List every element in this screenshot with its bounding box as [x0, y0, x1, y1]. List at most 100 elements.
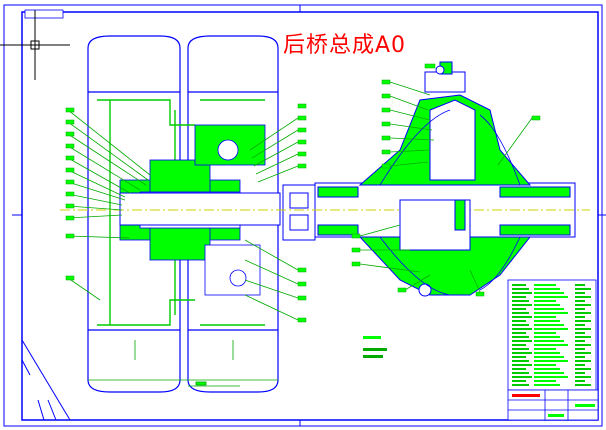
leader-lines-differential: [359, 81, 533, 293]
parts-row-name: [534, 336, 560, 338]
drawing-title: 后桥总成A0: [283, 33, 407, 58]
parts-row-code: [512, 376, 532, 378]
corner-hatch: [21, 339, 71, 421]
crosshair-cursor-icon: [0, 10, 70, 80]
parts-row-code: [512, 344, 526, 346]
parts-row-qty: [575, 312, 591, 314]
parts-row-qty: [575, 288, 591, 290]
parts-row-name: [534, 352, 560, 354]
parts-row-name: [534, 312, 568, 314]
parts-row-name: [534, 300, 556, 302]
title-block: [507, 389, 599, 421]
parts-row-name: [534, 320, 560, 322]
parts-list-table: [507, 279, 597, 391]
parts-row-qty: [575, 320, 591, 322]
parts-row-qty: [575, 360, 591, 362]
parts-row-code: [512, 380, 526, 382]
parts-row-qty: [575, 292, 585, 294]
parts-row-name: [534, 304, 560, 306]
parts-row-code: [512, 356, 526, 358]
leader-tags-middle: [297, 103, 307, 323]
parts-row-code: [512, 340, 532, 342]
parts-row-code: [512, 284, 526, 286]
scale-note-block: [363, 336, 387, 358]
parts-row-name: [534, 368, 560, 370]
parts-row-qty: [575, 356, 585, 358]
parts-row-name: [534, 292, 564, 294]
parts-row-name: [534, 364, 556, 366]
parts-row-code: [512, 372, 529, 374]
parts-row-name: [534, 308, 564, 310]
parts-row-code: [512, 288, 529, 290]
parts-row-qty: [575, 380, 585, 382]
parts-row-code: [512, 332, 526, 334]
parts-row-qty: [575, 296, 591, 298]
leader-lines-left: [67, 109, 151, 301]
sheet-inner-border: [21, 11, 599, 421]
parts-row-name: [534, 328, 568, 330]
differential-ribs: [379, 109, 521, 296]
parts-row-qty: [575, 372, 585, 374]
parts-row-name: [534, 288, 560, 290]
corner-tag-box: [24, 9, 64, 19]
parts-row-name: [534, 384, 560, 386]
leader-tags-left: [65, 107, 75, 281]
parts-row-qty: [575, 384, 591, 386]
parts-row-code: [512, 336, 529, 338]
parts-row-qty: [575, 376, 591, 378]
parts-row-qty: [575, 284, 585, 286]
parts-row-code: [512, 328, 532, 330]
parts-row-qty: [575, 368, 591, 370]
parts-row-qty: [575, 316, 585, 318]
parts-row-name: [534, 332, 556, 334]
parts-row-name: [534, 372, 564, 374]
parts-row-code: [512, 312, 529, 314]
leader-tags-differential: [351, 63, 541, 297]
parts-row-qty: [575, 332, 585, 334]
parts-row-qty: [575, 300, 585, 302]
parts-row-name: [534, 380, 556, 382]
wheel-rims: [97, 99, 265, 326]
parts-row-name: [534, 324, 564, 326]
parts-row-code: [512, 364, 532, 366]
parts-row-code: [512, 324, 529, 326]
parts-row-code: [512, 352, 532, 354]
parts-row-code: [512, 360, 529, 362]
parts-row-code: [512, 320, 526, 322]
parts-row-qty: [575, 340, 585, 342]
parts-row-code: [512, 348, 529, 350]
parts-row-qty: [575, 328, 591, 330]
parts-row-qty: [575, 308, 585, 310]
parts-row-qty: [575, 336, 591, 338]
differential-housing: [358, 61, 532, 297]
parts-row-code: [512, 304, 532, 306]
parts-row-name: [534, 296, 568, 298]
parts-row-code: [512, 368, 526, 370]
parts-row-qty: [575, 324, 585, 326]
parts-row-code: [512, 292, 532, 294]
parts-row-name: [534, 356, 564, 358]
parts-row-qty: [575, 344, 591, 346]
parts-row-code: [512, 300, 529, 302]
parts-row-name: [534, 284, 556, 286]
parts-row-qty: [575, 348, 585, 350]
corner-tag-label: [26, 11, 62, 17]
parts-row-name: [534, 360, 568, 362]
parts-list-rows: [512, 284, 591, 386]
parts-row-name: [534, 348, 556, 350]
parts-row-qty: [575, 304, 591, 306]
parts-row-name: [534, 316, 556, 318]
parts-row-code: [512, 308, 526, 310]
parts-row-code: [512, 296, 526, 298]
dimension-lines: [88, 340, 278, 387]
parts-row-code: [512, 316, 532, 318]
parts-row-name: [534, 344, 568, 346]
leader-lines-middle: [244, 117, 299, 321]
frame-ticks: [12, 5, 606, 426]
parts-row-qty: [575, 352, 591, 354]
parts-row-name: [534, 376, 568, 378]
parts-row-name: [534, 340, 564, 342]
parts-row-code: [512, 384, 529, 386]
parts-row-qty: [575, 364, 585, 366]
